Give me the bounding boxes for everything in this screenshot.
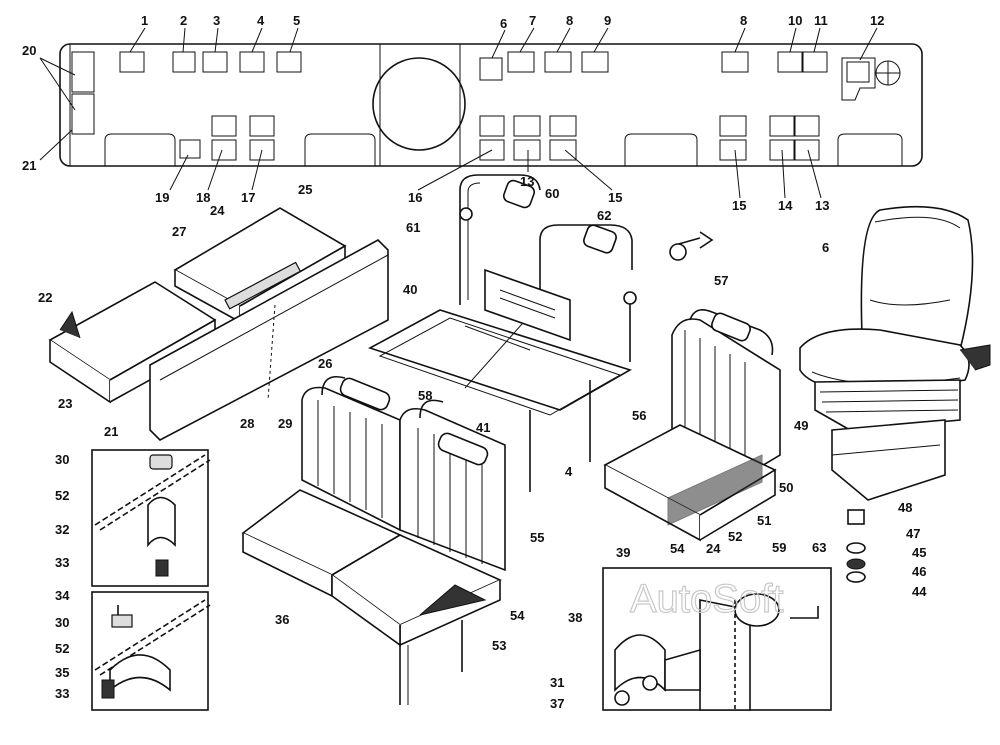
callout-label: 17 — [241, 190, 255, 205]
turntable-joint — [372, 57, 466, 151]
callout-label: 31 — [550, 675, 564, 690]
callout-label: 56 — [632, 408, 646, 423]
callout-label: 61 — [406, 220, 420, 235]
callout-label: 24 — [706, 541, 721, 556]
callout-label: 16 — [408, 190, 422, 205]
callout-label: 2 — [180, 13, 187, 28]
callout-label: 8 — [566, 13, 573, 28]
callout-label: 54 — [670, 541, 685, 556]
detail-inset-bracket — [602, 567, 832, 711]
double-seat-assembly — [241, 376, 506, 705]
callout-label: 30 — [55, 452, 69, 467]
callout-label: 3 — [213, 13, 220, 28]
callout-label: 9 — [604, 13, 611, 28]
callout-label: 7 — [529, 13, 536, 28]
callout-label: 11 — [814, 13, 828, 28]
callout-label: 32 — [55, 522, 69, 537]
callout-label: 48 — [898, 500, 912, 515]
callout-label: 60 — [545, 186, 559, 201]
detail-inset-lower — [91, 591, 211, 711]
callout-label: 46 — [912, 564, 926, 579]
callout-label: 47 — [906, 526, 920, 541]
callout-label: 29 — [278, 416, 292, 431]
callout-label: 53 — [492, 638, 506, 653]
single-seat-assembly — [603, 309, 781, 542]
callout-label: 15 — [608, 190, 622, 205]
callout-label: 45 — [912, 545, 926, 560]
callout-label: 59 — [772, 540, 786, 555]
callout-label: 62 — [597, 208, 611, 223]
callout-label: 21 — [22, 158, 36, 173]
callout-label: 40 — [403, 282, 417, 297]
callout-label: 54 — [510, 608, 525, 623]
callout-label: 52 — [55, 641, 69, 656]
callout-label: 49 — [794, 418, 808, 433]
callout-label: 39 — [616, 545, 630, 560]
hardware-stack — [846, 509, 866, 583]
leader-lines — [39, 27, 878, 199]
callout-label: 63 — [812, 540, 826, 555]
callout-labels: 1 2 3 4 5 6 7 8 9 8 10 11 12 20 21 19 18… — [22, 13, 927, 711]
bus-floor-plan — [59, 43, 923, 167]
callout-label: 1 — [141, 13, 148, 28]
callout-label: 14 — [778, 198, 793, 213]
callout-label: 50 — [779, 480, 793, 495]
callout-label: 4 — [257, 13, 265, 28]
callout-label: 6 — [822, 240, 829, 255]
callout-label: 22 — [38, 290, 52, 305]
callout-label: 13 — [520, 174, 534, 189]
callout-label: 25 — [298, 182, 312, 197]
callout-label: 35 — [55, 665, 69, 680]
callout-label: 33 — [55, 686, 69, 701]
callout-label: 57 — [714, 273, 728, 288]
bench-seat-assembly — [48, 207, 389, 441]
callout-label: 15 — [732, 198, 746, 213]
callout-label: 51 — [757, 513, 771, 528]
detail-inset-upper — [91, 449, 211, 587]
callout-label: 13 — [815, 198, 829, 213]
callout-label: 34 — [55, 588, 70, 603]
callout-label: 26 — [318, 356, 332, 371]
callout-label: 52 — [728, 529, 742, 544]
callout-label: 52 — [55, 488, 69, 503]
callout-label: 4 — [565, 464, 573, 479]
callout-label: 8 — [740, 13, 747, 28]
callout-label: 55 — [530, 530, 544, 545]
callout-label: 44 — [912, 584, 927, 599]
callout-label: 37 — [550, 696, 564, 711]
callout-label: 5 — [293, 13, 300, 28]
callout-label: 20 — [22, 43, 36, 58]
watermark: AutoSoft — [630, 577, 783, 621]
driver-seat-assembly — [799, 205, 991, 501]
callout-label: 28 — [240, 416, 254, 431]
callout-label: 19 — [155, 190, 169, 205]
callout-label: 18 — [196, 190, 210, 205]
callout-label: 41 — [476, 420, 490, 435]
callout-label: 38 — [568, 610, 582, 625]
callout-label: 23 — [58, 396, 72, 411]
callout-label: 27 — [172, 224, 186, 239]
callout-label: 30 — [55, 615, 69, 630]
callout-label: 21 — [104, 424, 118, 439]
callout-label: 10 — [788, 13, 802, 28]
callout-label: 24 — [210, 203, 225, 218]
callout-label: 12 — [870, 13, 884, 28]
callout-label: 33 — [55, 555, 69, 570]
callout-label: 58 — [418, 388, 432, 403]
callout-label: 36 — [275, 612, 289, 627]
callout-label: 6 — [500, 16, 507, 31]
seat-frame-assembly — [367, 174, 714, 492]
